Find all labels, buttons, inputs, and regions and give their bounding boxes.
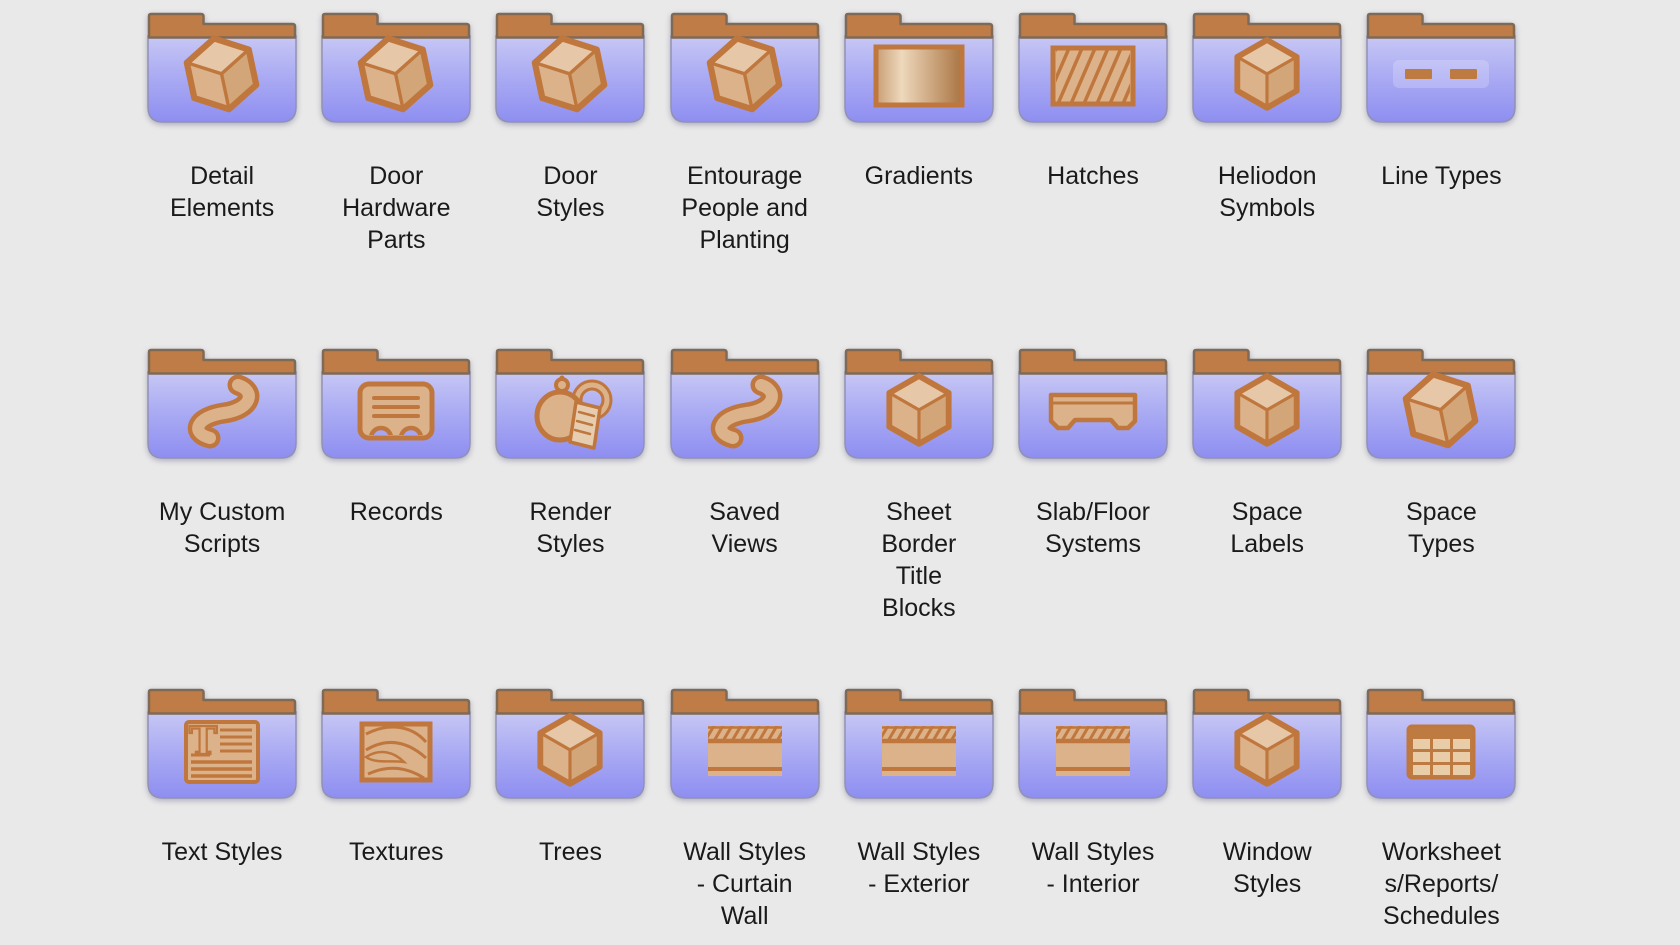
folder-item-detail-elements[interactable]: Detail Elements [135,12,309,348]
folder-icon [1191,12,1343,124]
wall-section-icon [705,724,787,776]
folder-item-textures[interactable]: Textures [309,688,483,932]
folder-item-entourage-people-and-planting[interactable]: Entourage People and Planting [658,12,832,348]
folder-item-my-custom-scripts[interactable]: My Custom Scripts [135,348,309,688]
folder-item-wall-styles-interior[interactable]: Wall Styles - Interior [1006,688,1180,932]
folder-item-space-labels[interactable]: Space Labels [1180,348,1354,688]
folder-row-3: Text Styles Textures Trees Wall Styles -… [135,688,1680,932]
folder-item-gradients[interactable]: Gradients [832,12,1006,348]
folder-item-wall-styles-curtain-wall[interactable]: Wall Styles - Curtain Wall [658,688,832,932]
folder-icon [669,12,821,124]
folder-item-sheet-border-title-blocks[interactable]: Sheet Border Title Blocks [832,348,1006,688]
folder-label: Sheet Border Title Blocks [881,498,957,622]
folder-item-trees[interactable]: Trees [483,688,657,932]
folder-item-render-styles[interactable]: Render Styles [483,348,657,688]
folder-item-door-hardware-parts[interactable]: Door Hardware Parts [309,12,483,348]
folder-item-line-types[interactable]: Line Types [1354,12,1528,348]
folder-label: Textures [349,838,444,866]
folder-label: Slab/Floor Systems [1036,498,1150,558]
folder-label: Text Styles [161,838,283,866]
folder-item-text-styles[interactable]: Text Styles [135,688,309,932]
folder-icon [669,688,821,800]
folder-icon [320,12,472,124]
folder-label: Worksheet s/Reports/ Schedules [1381,838,1501,930]
folder-label: Window Styles [1222,838,1312,898]
folder-icon [146,348,298,460]
folder-label: Entourage People and Planting [681,162,808,254]
dashed-line-icon [1393,60,1489,88]
folder-icon [843,688,995,800]
folder-label: Hatches [1047,162,1139,190]
wood-texture-icon [362,724,430,780]
folder-label: Wall Styles - Interior [1031,838,1155,898]
folder-icon [1017,12,1169,124]
folder-icon [669,348,821,460]
folder-label: Space Labels [1230,498,1305,558]
folder-label: Render Styles [529,498,612,558]
folder-item-heliodon-symbols[interactable]: Heliodon Symbols [1180,12,1354,348]
folder-item-slab-floor-systems[interactable]: Slab/Floor Systems [1006,348,1180,688]
cube-upright-icon [1238,40,1297,108]
folder-item-wall-styles-exterior[interactable]: Wall Styles - Exterior [832,688,1006,932]
folder-icon [1365,12,1517,124]
folder-label: Trees [538,838,602,866]
folder-icon [1191,688,1343,800]
folder-label: My Custom Scripts [158,498,286,558]
folder-icon [494,688,646,800]
folder-icon [146,688,298,800]
folder-icon [1017,688,1169,800]
folder-icon [1191,348,1343,460]
folder-icon [1365,348,1517,460]
folder-icon [146,12,298,124]
folder-row-2: My Custom Scripts Records Render Styles … [135,348,1680,688]
folder-label: Wall Styles - Curtain Wall [683,838,807,930]
wall-section-icon [879,724,961,776]
folder-label: Heliodon Symbols [1217,162,1317,222]
folder-icon [494,348,646,460]
folder-row-1: Detail Elements Door Hardware Parts Door… [135,12,1680,348]
folder-icon [320,348,472,460]
folder-icon [843,12,995,124]
folder-icon [1365,688,1517,800]
folder-label: Saved Views [709,498,781,558]
record-card-icon [360,384,432,448]
folder-label: Line Types [1381,162,1502,190]
folder-item-window-styles[interactable]: Window Styles [1180,688,1354,932]
wall-section-icon [1053,724,1135,776]
folder-item-saved-views[interactable]: Saved Views [658,348,832,688]
cube-upright-icon [541,716,600,784]
folder-icon [320,688,472,800]
table-grid-icon [1408,726,1474,778]
folder-item-door-styles[interactable]: Door Styles [483,12,657,348]
folder-item-space-types[interactable]: Space Types [1354,348,1528,688]
cube-upright-icon [889,376,948,444]
folder-label: Space Types [1405,498,1477,558]
folder-label: Door Styles [536,162,605,222]
folder-item-records[interactable]: Records [309,348,483,688]
folder-icon [494,12,646,124]
folder-label: Wall Styles - Exterior [857,838,981,898]
cube-upright-icon [1238,716,1297,784]
folder-label: Records [349,498,443,526]
folder-item-worksheet-s-reports-schedules[interactable]: Worksheet s/Reports/ Schedules [1354,688,1528,932]
folder-label: Door Hardware Parts [342,162,451,254]
folder-item-hatches[interactable]: Hatches [1006,12,1180,348]
folder-icon [1017,348,1169,460]
folder-label: Detail Elements [169,162,275,222]
gradient-swatch-icon [876,47,962,105]
cube-upright-icon [1238,376,1297,444]
folder-icon [843,348,995,460]
text-format-icon [186,718,258,782]
folder-label: Gradients [864,162,974,190]
